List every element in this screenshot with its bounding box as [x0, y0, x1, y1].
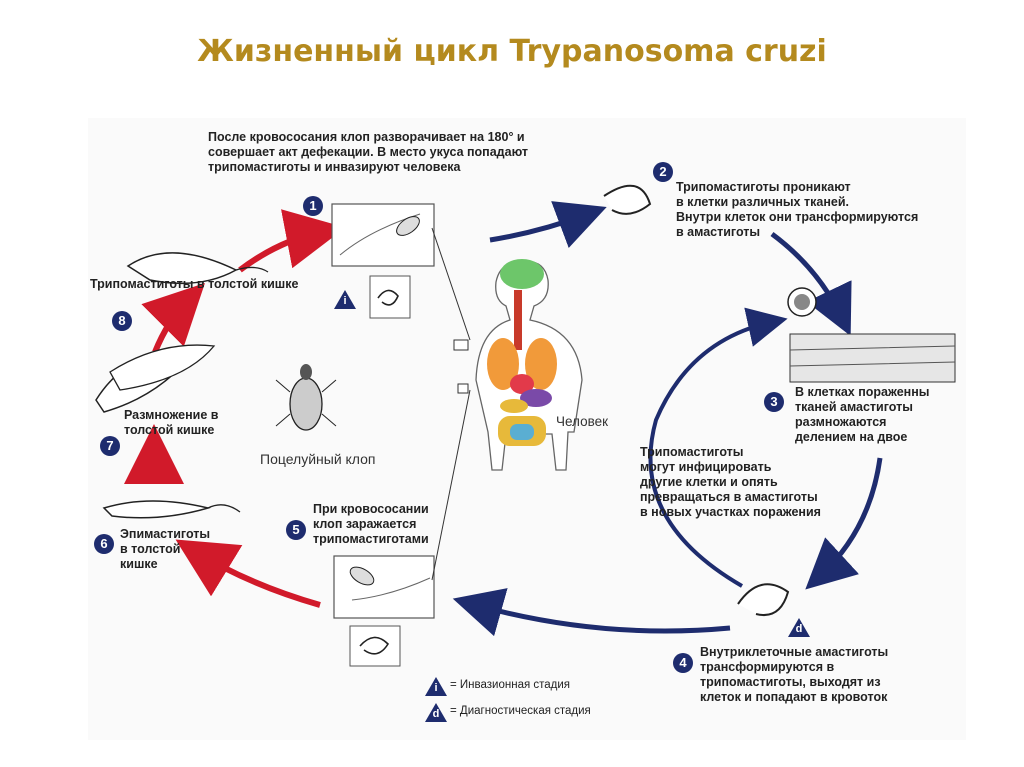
legend-infective-icon: i	[425, 677, 447, 696]
arrow-4-to-5	[452, 588, 731, 637]
muscle-tissue-3	[789, 333, 956, 383]
bite-illustration-5	[333, 555, 435, 619]
step-badge-7: 7	[100, 436, 120, 456]
human-label: Человек	[556, 414, 609, 429]
life-cycle-diagram	[95, 184, 956, 667]
step-badge-6: 6	[94, 534, 114, 554]
human-figure	[453, 259, 583, 471]
step-4-text: Внутриклеточные амастиготы трансформирую…	[700, 645, 889, 704]
legend-diagnostic-icon: d	[425, 703, 447, 722]
step-6-text: Эпимастиготы в толстой кишке	[120, 527, 211, 571]
step-1-text: После кровососания клоп разворачивает на…	[208, 130, 529, 174]
arrow-7-to-8	[141, 283, 205, 354]
arrow-5-to-6	[175, 539, 321, 608]
step-badge-1: 1	[303, 196, 323, 216]
step-badge-5: 5	[286, 520, 306, 540]
arrow-2-to-3	[770, 231, 852, 337]
center-text: Трипомастиготы могут инфицировать другие…	[640, 445, 821, 519]
step-badge-2: 2	[653, 162, 673, 182]
step-2-text: Трипомастиготы проникают в клетки различ…	[676, 180, 919, 239]
step-5-text: При кровососании клоп заражается трипома…	[313, 502, 429, 546]
infective-stage-marker: i	[334, 290, 356, 309]
kissing-bug-icon	[275, 364, 337, 431]
step-badge-3: 3	[764, 392, 784, 412]
arrow-3-to-4	[805, 457, 883, 590]
step-7-text: Размножение в толстой кишке	[124, 408, 219, 437]
step-badge-4: 4	[673, 653, 693, 673]
trypomastigote-4	[737, 583, 790, 616]
arrow-4-to-3-reinfection	[648, 307, 788, 588]
diagnostic-stage-marker: d	[788, 618, 810, 637]
trypomastigote-2	[603, 184, 652, 215]
arrow-1-to-2	[489, 201, 607, 248]
step-3-text: В клетках пораженны тканей амастиготы ра…	[795, 385, 930, 444]
bug-label: Поцелуйный клоп	[260, 451, 376, 467]
page-title: Жизненный цикл Trypanosoma cruzi	[197, 34, 827, 69]
epimastigote-6	[102, 500, 211, 519]
trypomastigote-inset-1	[369, 275, 411, 319]
step-badge-8: 8	[112, 311, 132, 331]
step-8-text: Трипомастиготы в толстой кишке	[90, 277, 299, 291]
trypomastigote-inset-5	[349, 625, 401, 667]
arrow-8-to-1	[238, 209, 346, 273]
legend-diagnostic-text: = Диагностическая стадия	[450, 705, 591, 717]
bite-illustration-1	[331, 203, 435, 267]
legend-infective-text: = Инвазионная стадия	[450, 679, 571, 691]
